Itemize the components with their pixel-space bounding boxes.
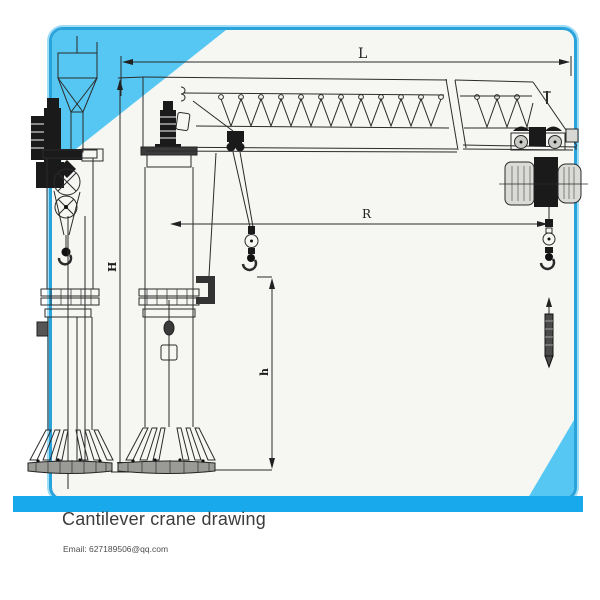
dimension-height-H: H: [106, 76, 145, 473]
hook-block-tip: [539, 219, 556, 271]
dim-label-H: H: [106, 262, 119, 272]
front-view-column: [117, 101, 217, 474]
jib-arm-truss: [142, 76, 578, 228]
hook-block-inner: [241, 226, 259, 272]
dim-label-R: R: [362, 207, 372, 221]
dim-label-L: L: [358, 46, 367, 62]
dimension-length-L: L: [120, 46, 572, 96]
truss-nodes: [218, 94, 520, 100]
electric-hoist: [499, 126, 588, 369]
page-title: Cantilever crane drawing: [62, 509, 266, 529]
footer-strip: [13, 496, 583, 512]
dimension-hook-height-h: h: [215, 276, 275, 471]
plumb-weight: [544, 297, 554, 369]
dimension-radius-R: R: [170, 207, 548, 227]
dim-label-h: h: [258, 368, 271, 376]
drawing-card: [49, 27, 577, 501]
side-view-crane: [27, 36, 114, 489]
contact-email: Email: 627189506@qq.com: [63, 544, 169, 554]
